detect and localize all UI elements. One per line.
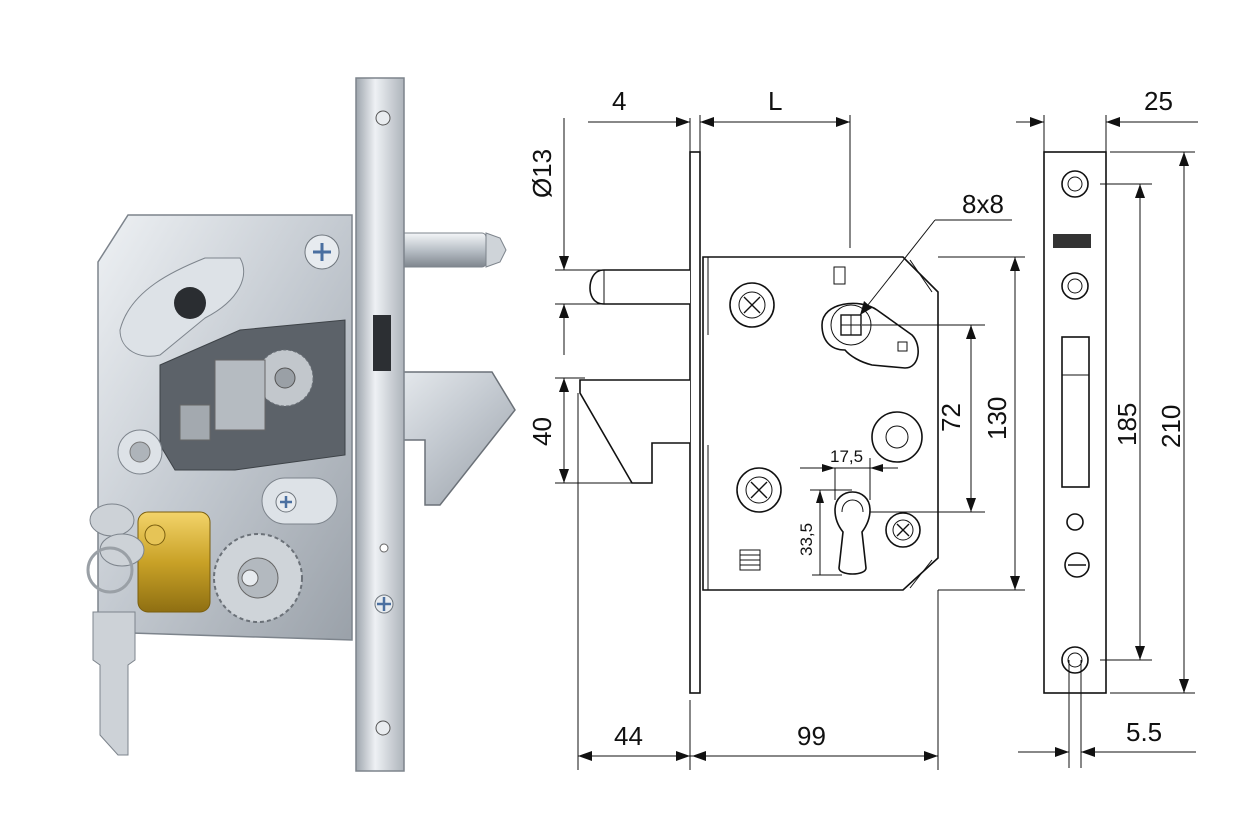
dim-label-bolt-length: L — [768, 86, 782, 116]
spindle-cam — [821, 302, 919, 369]
hook-outline — [579, 379, 690, 484]
side-view-drawing — [579, 151, 939, 694]
lever — [214, 359, 266, 431]
slot-plate — [261, 477, 338, 525]
dim-label-faceplate-height: 210 — [1156, 405, 1186, 448]
dim-label-backset: 44 — [614, 721, 643, 751]
dim-label-screw-hole-offset: 5.5 — [1126, 717, 1162, 747]
dim-label-hook-height: 40 — [527, 417, 557, 446]
faceplate — [355, 77, 405, 772]
lock-photo — [86, 77, 516, 772]
bolt-outline — [589, 269, 690, 305]
front-latch-slot — [1061, 336, 1090, 488]
dim-label-faceplate-width: 25 — [1144, 86, 1173, 116]
dim-label-spindle: 8x8 — [962, 189, 1004, 219]
key-head-1 — [89, 503, 135, 537]
spindle-hole — [174, 287, 206, 319]
dim-label-case-width: 99 — [797, 721, 826, 751]
dim-label-bolt-diameter: Ø13 — [527, 149, 557, 198]
dim-label-strike-thickness: 4 — [612, 86, 626, 116]
dim-label-screw-spacing: 185 — [1112, 403, 1142, 446]
faceplate-screw-hole-top — [375, 110, 391, 126]
key-ring — [86, 546, 134, 594]
faceplate-screw-hole-bottom — [375, 720, 391, 736]
dimension-lines — [555, 115, 1198, 770]
dim-label-spindle-to-cylinder: 72 — [936, 403, 966, 432]
front-view-drawing — [1043, 151, 1107, 694]
dim-label-cylinder-width: 17,5 — [830, 447, 863, 466]
key-blade — [92, 611, 136, 756]
faceplate-slot — [373, 315, 391, 371]
strike-plate — [689, 151, 701, 694]
dim-label-case-height: 130 — [982, 397, 1012, 440]
dimension-labels: 4 L Ø13 8x8 40 72 130 17,5 33,5 44 99 25… — [527, 86, 1186, 751]
dim-label-cylinder-offset: 33,5 — [797, 523, 816, 556]
keyhole-outline — [834, 491, 871, 575]
front-logo — [1053, 234, 1091, 248]
spring — [179, 404, 211, 441]
